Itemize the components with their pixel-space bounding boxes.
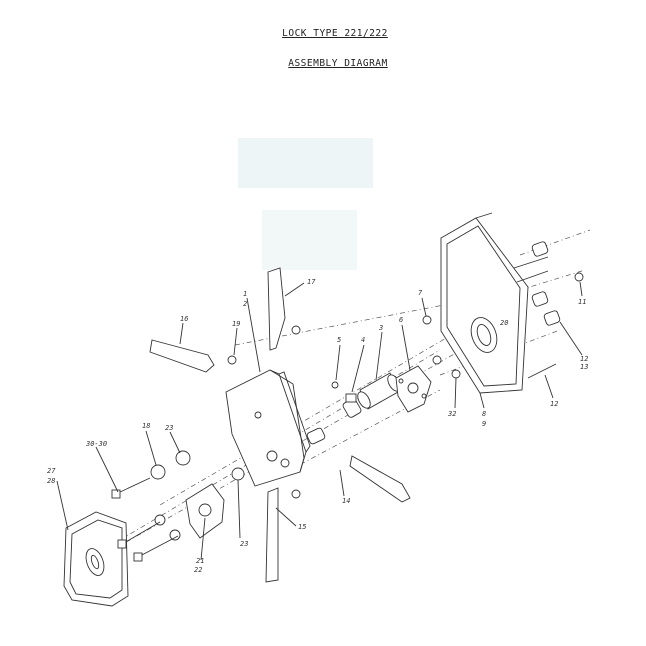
callout-3: 3 — [378, 324, 383, 332]
left-screws — [111, 477, 179, 562]
front-inner-plate — [185, 483, 225, 539]
callout-18: 18 — [142, 422, 150, 430]
front-plate — [63, 511, 129, 607]
callout-20: 20 — [500, 319, 508, 327]
callout-12b: 12 — [550, 400, 558, 408]
scan-smudge — [238, 138, 373, 188]
handles — [149, 267, 411, 583]
callout-8: 8 — [482, 410, 486, 418]
leader-lines — [56, 281, 583, 561]
callout-15: 15 — [298, 523, 306, 531]
callout-28: 28 — [47, 477, 55, 485]
page-title: LOCK TYPE 221/222 — [282, 28, 388, 39]
callout-9: 9 — [482, 420, 486, 428]
callout-19: 19 — [232, 320, 240, 328]
page-subtitle: ASSEMBLY DIAGRAM — [288, 58, 388, 69]
callout-12: 12 — [580, 355, 588, 363]
callout-13: 13 — [580, 363, 588, 371]
callout-1: 1 — [243, 290, 247, 298]
callout-17: 17 — [307, 278, 316, 286]
lock-housing — [225, 369, 311, 487]
callout-11: 11 — [578, 298, 586, 306]
callout-5: 5 — [337, 336, 341, 344]
callout-23: 23 — [240, 540, 248, 548]
callout-6: 6 — [399, 316, 403, 324]
washers — [150, 315, 461, 541]
callout-16: 16 — [180, 315, 188, 323]
callout-labels: 1 2 17 16 19 3 4 5 6 7 20 11 12 13 12 8 … — [47, 278, 588, 574]
callout-2: 2 — [243, 300, 247, 308]
callout-21: 21 — [196, 557, 204, 565]
callout-32: 32 — [447, 410, 456, 418]
callout-27: 27 — [47, 467, 56, 475]
callout-22: 22 — [194, 566, 202, 574]
callout-30-30: 30-30 — [85, 440, 107, 448]
right-screws — [513, 241, 584, 379]
scan-smudge-2 — [262, 210, 357, 270]
callout-14: 14 — [342, 497, 350, 505]
callout-4: 4 — [361, 336, 365, 344]
back-plate — [440, 212, 529, 394]
callout-7: 7 — [418, 289, 423, 297]
inner-plate — [395, 365, 432, 413]
callout-23a: 23 — [165, 424, 173, 432]
